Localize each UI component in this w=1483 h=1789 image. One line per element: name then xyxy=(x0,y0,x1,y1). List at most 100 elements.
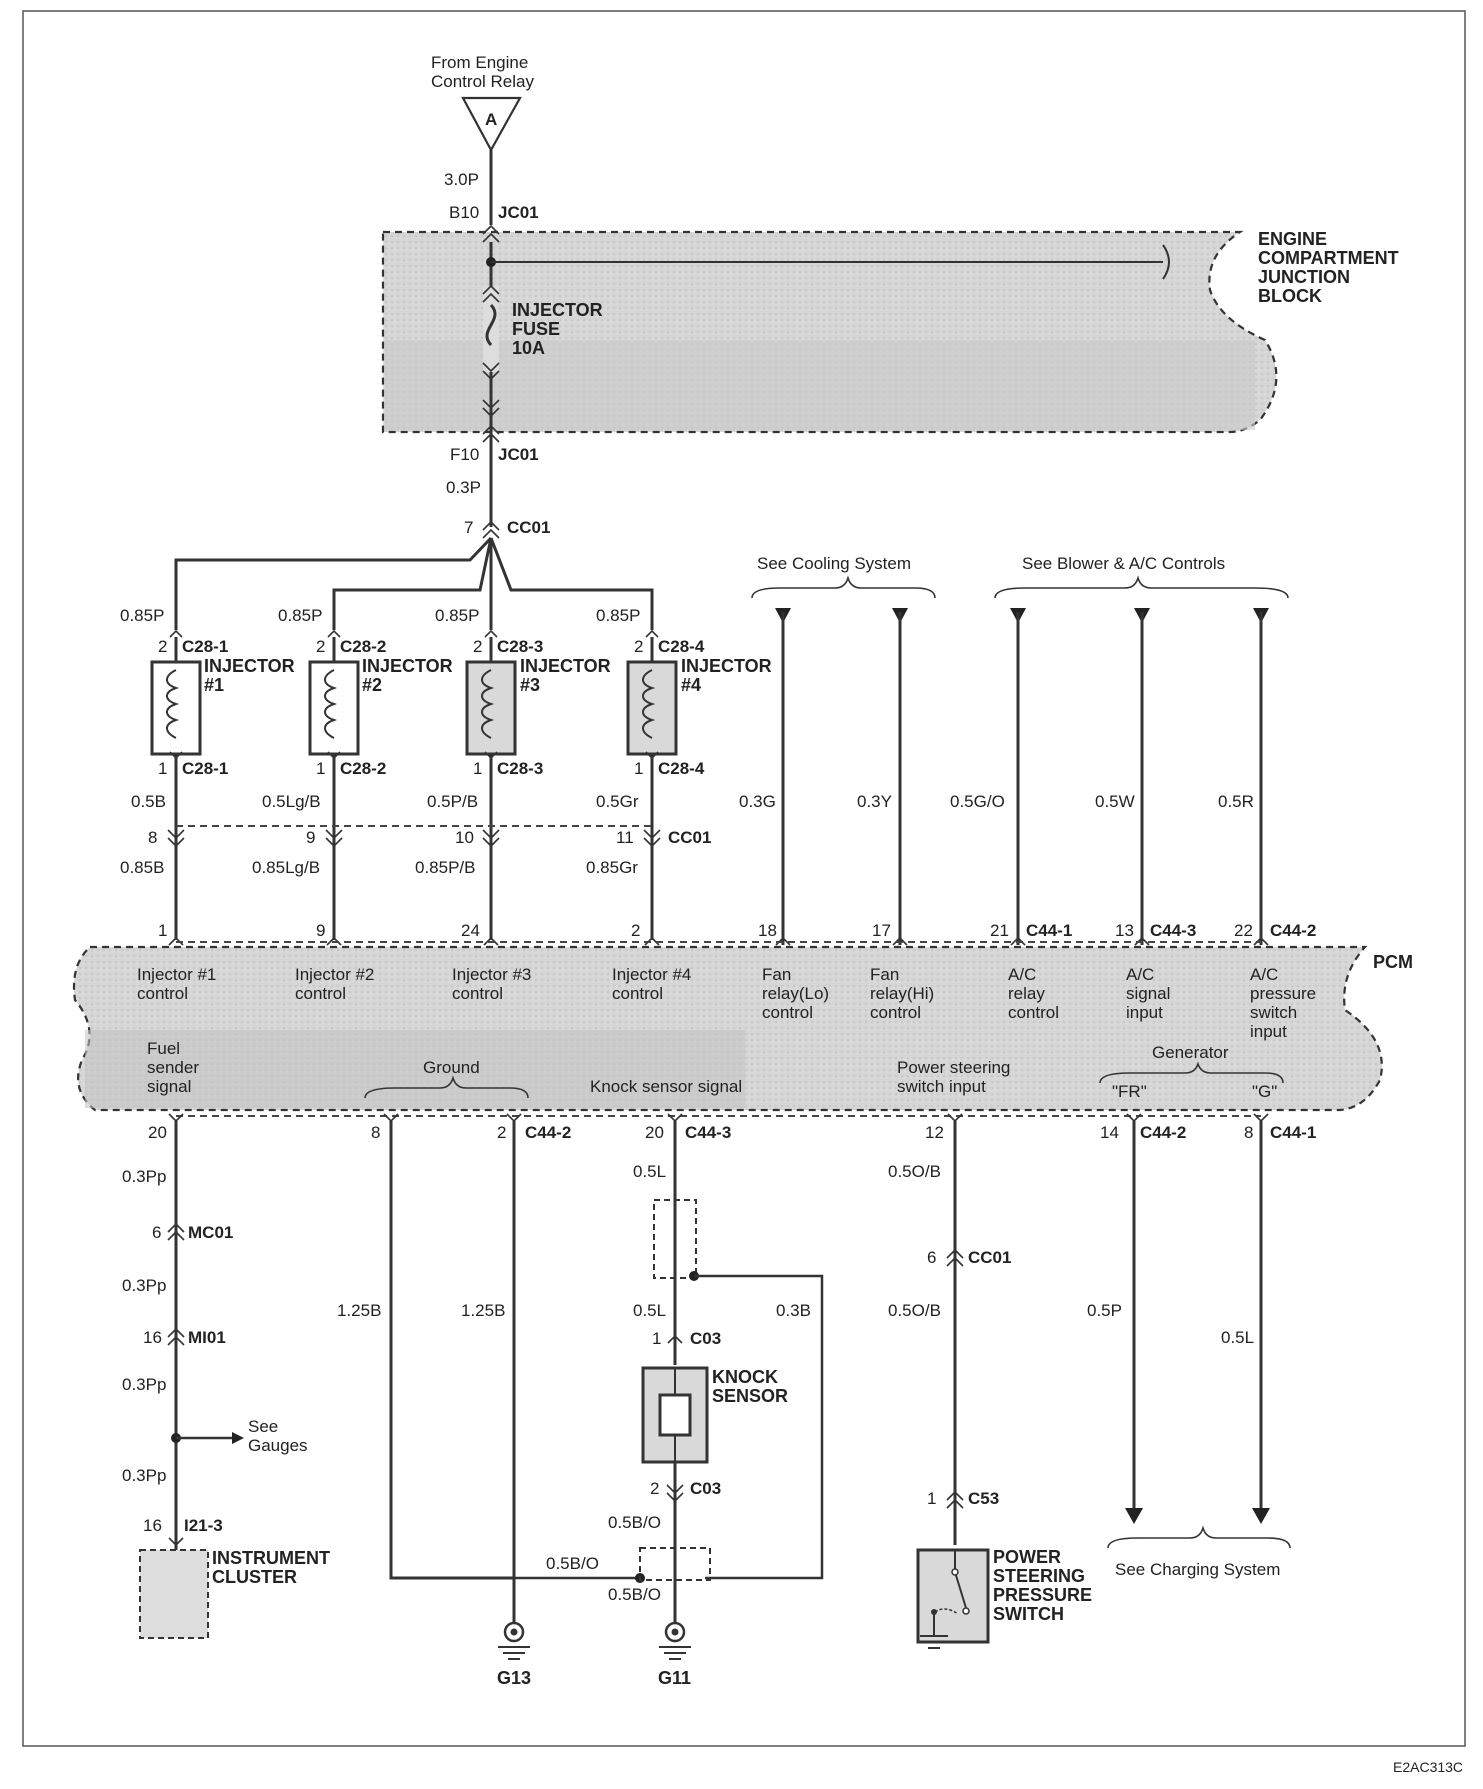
conn-jc01-in: JC01 xyxy=(498,203,539,222)
injector-2-wire-b: 0.85Lg/B xyxy=(252,858,320,877)
ground-wire-a xyxy=(389,1121,514,1580)
g11-label: G11 xyxy=(658,1668,691,1688)
injector-4-body xyxy=(626,660,678,756)
injector-3-conn-top: C28-3 xyxy=(497,637,543,656)
injector-3-pin-bot: 1 xyxy=(473,759,482,778)
ac-relay-input: 0.5G/O 21 C44-1 xyxy=(950,608,1072,946)
c03-top-conn: C03 xyxy=(690,1329,721,1348)
pcm-ac-pressure-l2: pressure xyxy=(1250,984,1316,1003)
injector-2-number: #2 xyxy=(362,675,382,695)
diagram-code: E2AC313C xyxy=(1393,1759,1463,1775)
ps-switch-contact-icon xyxy=(954,1550,967,1609)
pcm-fan-lo-l2: relay(Lo) xyxy=(762,984,829,1003)
injector-4-coil-icon xyxy=(642,669,656,739)
injector-1-body xyxy=(150,660,202,756)
ac-signal-input: 0.5W 13 C44-3 xyxy=(1095,608,1196,946)
c53-conn: C53 xyxy=(968,1489,999,1508)
jb-out-connector-icon xyxy=(482,399,500,418)
pcm-injector-1-l1: Injector #1 xyxy=(137,965,216,984)
injector-2-pcm-pin: 9 xyxy=(316,921,325,940)
injector-3-wire-a: 0.5P/B xyxy=(427,792,478,811)
injector-3-number: #3 xyxy=(520,675,540,695)
ac-signal-pin: 13 xyxy=(1115,921,1134,940)
ps-pin-icon xyxy=(947,1113,963,1123)
fuse-label-2: FUSE xyxy=(512,319,560,339)
fr-pin-icon xyxy=(1126,1113,1142,1123)
ps-cc01-pin: 6 xyxy=(927,1248,936,1267)
jb-bus-break-icon xyxy=(1162,244,1170,280)
injector-2-pin-top: 2 xyxy=(316,637,325,656)
mc01-pin: 6 xyxy=(152,1223,161,1242)
ground-brace-icon xyxy=(364,1075,529,1099)
pin-f10: F10 xyxy=(450,445,479,464)
pcm-injector-1-l2: control xyxy=(137,984,188,1003)
ground-pin-8: 8 xyxy=(371,1123,380,1142)
g11-ground-lines-icon xyxy=(659,1646,691,1660)
pcm-injector-2-l1: Injector #2 xyxy=(295,965,374,984)
mi01-pin: 16 xyxy=(143,1328,162,1347)
injector-3-name: INJECTOR xyxy=(520,656,611,676)
pcm-g-label: "G" xyxy=(1252,1082,1277,1101)
ps-switch-body xyxy=(916,1548,990,1644)
fuse-top-connector-icon xyxy=(482,284,500,303)
fuel-wire-3: 0.3Pp xyxy=(122,1375,166,1394)
injector-2-coil-icon xyxy=(324,669,338,739)
c03-bottom-connector-icon xyxy=(666,1484,684,1503)
ground-circuit: 8 2 C44-2 1.25B 1.25B 0.5B/O G13 xyxy=(337,1113,645,1688)
injector-3-conn-bot: C28-3 xyxy=(497,759,543,778)
mi01-connector-icon xyxy=(167,1327,185,1346)
injector-4-pin-bot: 1 xyxy=(634,759,643,778)
cc01-top-label: CC01 xyxy=(507,518,550,537)
injector-1-feed-size: 0.85P xyxy=(120,606,164,625)
injector-4-pcm-pin: 2 xyxy=(631,921,640,940)
fr-conn: C44-2 xyxy=(1140,1123,1186,1142)
fan-lo-input: 0.3G 18 xyxy=(739,608,791,946)
pcm-knock-label: Knock sensor signal xyxy=(590,1077,742,1096)
pcm-ground-label: Ground xyxy=(423,1058,480,1077)
knock-conn: C44-3 xyxy=(685,1123,731,1142)
pcm-fan-hi-l3: control xyxy=(870,1003,921,1022)
knock-wire-4: 0.5B/O xyxy=(608,1585,661,1604)
junction-block-shade xyxy=(385,340,1255,430)
ps-switch-l2: STEERING xyxy=(993,1566,1085,1586)
fuse-label-3: 10A xyxy=(512,338,545,358)
injector-2-top-pin-icon xyxy=(327,629,341,638)
c03-top-pin: 1 xyxy=(652,1329,661,1348)
pcm-ac-relay-l1: A/C xyxy=(1008,965,1036,984)
junction-block-label-3: JUNCTION xyxy=(1258,267,1350,287)
pcm-fuel-l1: Fuel xyxy=(147,1039,180,1058)
instrument-cluster-box xyxy=(139,1549,209,1639)
mi01-conn: MI01 xyxy=(188,1328,226,1347)
injector-3-top-pin-icon xyxy=(484,629,498,638)
injector-3-cc01-icon xyxy=(482,829,500,848)
injector-1-cc01-icon xyxy=(167,829,185,848)
pcm-ac-pressure-l4: input xyxy=(1250,1022,1287,1041)
ps-wire-2: 0.5O/B xyxy=(888,1301,941,1320)
pcm-fuel-l2: sender xyxy=(147,1058,199,1077)
source-triangle-icon xyxy=(461,96,522,153)
ac-pressure-pin: 22 xyxy=(1234,921,1253,940)
source-label-1: From Engine xyxy=(431,53,528,72)
blower-brace-icon xyxy=(994,575,1289,599)
fuel-wire-2: 0.3Pp xyxy=(122,1276,166,1295)
ground-pin-8-icon xyxy=(383,1113,399,1123)
c53-connector-icon xyxy=(946,1490,964,1509)
conn-jc01-out: JC01 xyxy=(498,445,539,464)
injector-1-coil-icon xyxy=(166,669,180,739)
injector-4-conn-top: C28-4 xyxy=(658,637,705,656)
injector-3-cc01-pin: 10 xyxy=(455,828,474,847)
injector-4-cc01-icon xyxy=(643,829,661,848)
pcm-fan-lo-l3: control xyxy=(762,1003,813,1022)
injector-2-conn-bot: C28-2 xyxy=(340,759,386,778)
c03-bottom-pin: 2 xyxy=(650,1479,659,1498)
injector-3-feed-size: 0.85P xyxy=(435,606,479,625)
injector-4-top-pin-icon xyxy=(645,629,659,638)
knock-pin: 20 xyxy=(645,1123,664,1142)
page-frame xyxy=(22,10,1466,1747)
g13-label: G13 xyxy=(497,1668,531,1688)
pcm-injector-3-l2: control xyxy=(452,984,503,1003)
ac-relay-wire-size: 0.5G/O xyxy=(950,792,1005,811)
ps-switch-l4: SWITCH xyxy=(993,1604,1064,1624)
ground-shield-outline xyxy=(639,1547,711,1581)
cc01-row-label: CC01 xyxy=(668,828,711,847)
